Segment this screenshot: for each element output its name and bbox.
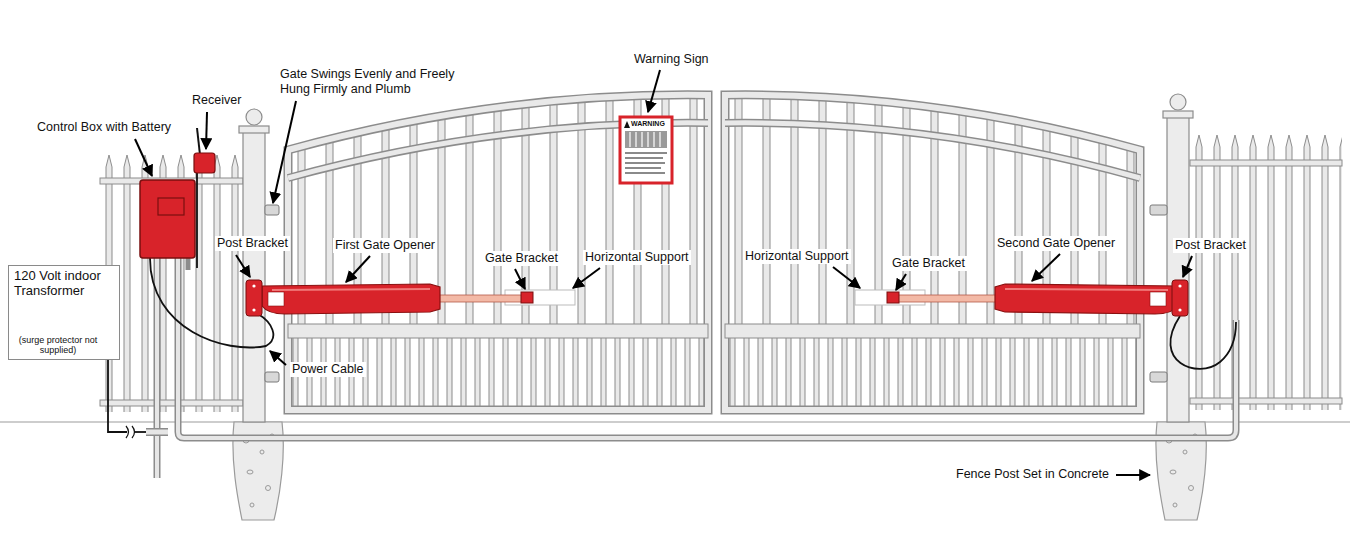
left-gate [288, 80, 708, 410]
callout-label: Warning Sign [632, 52, 711, 67]
callout-label: Horizontal Support [583, 250, 691, 265]
first-gate-opener [262, 284, 575, 314]
callout-label: Horizontal Support [743, 249, 851, 264]
concrete-stones [243, 434, 1197, 507]
post-bracket [246, 280, 1188, 316]
transformer-note: (surge protector not supplied) [14, 335, 102, 356]
leader-line [135, 70, 1192, 475]
left-fence [100, 155, 243, 412]
warning-sign [620, 117, 672, 183]
callout-label: Post Bracket [215, 236, 290, 251]
power-cable [98, 168, 1236, 438]
callout-label: Gate Bracket [483, 251, 560, 266]
sign-text: WARNING [631, 120, 665, 128]
transformer-label: 120 Volt indoor Transformer [14, 269, 114, 299]
callout-label: Gate Swings Evenly and Freely Hung Firml… [278, 67, 482, 97]
conduit [146, 258, 1236, 478]
callout-label: Second Gate Opener [995, 236, 1117, 251]
ground-line [0, 421, 1350, 423]
receiver [194, 128, 215, 173]
callout-label: Control Box with Battery [35, 120, 173, 135]
transformer-box: 120 Volt indoor Transformer (surge protec… [8, 265, 120, 360]
callout-label: Receiver [190, 93, 243, 108]
callout-label: Gate Bracket [890, 256, 967, 271]
right-gate [725, 80, 1140, 410]
callout-label: Fence Post Set in Concrete [954, 467, 1111, 482]
second-gate-opener [855, 284, 1178, 314]
callout-label: Power Cable [290, 362, 366, 377]
callout-label: Post Bracket [1173, 238, 1248, 253]
control-box [140, 180, 195, 258]
callout-label: First Gate Opener [333, 238, 437, 253]
right-fence [1190, 135, 1342, 410]
